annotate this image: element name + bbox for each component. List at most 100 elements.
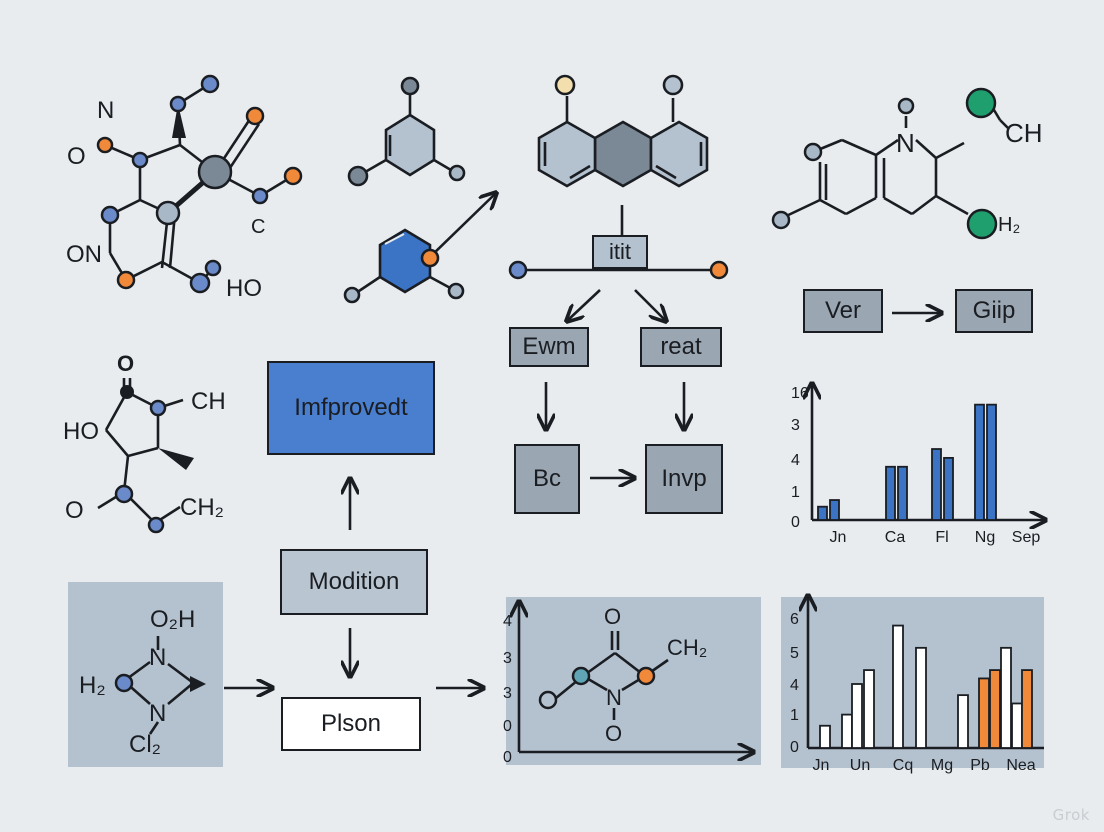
atom xyxy=(100,205,120,225)
panel-bottom-center xyxy=(506,597,761,765)
x-tick-label: Jn xyxy=(830,529,847,546)
y-tick-label: 0 xyxy=(791,514,800,531)
bar xyxy=(892,624,904,749)
bar xyxy=(989,669,1001,749)
bar xyxy=(819,724,831,749)
atom-label: O xyxy=(117,351,135,376)
x-tick-label: Cq xyxy=(893,757,913,774)
ver-box: Ver xyxy=(803,289,883,333)
atom-label: C xyxy=(251,216,266,238)
atom-label: CH xyxy=(1005,118,1043,148)
atom-label: CH₂ xyxy=(667,635,708,660)
atom-label: H₂ xyxy=(79,672,106,699)
atom xyxy=(96,136,114,154)
molecule-blue-ring xyxy=(343,194,495,304)
atom xyxy=(251,187,269,205)
y-tick-label: 1 xyxy=(791,484,800,501)
y-tick-label: 3 xyxy=(791,417,800,434)
axis-tick: 3 xyxy=(503,685,512,702)
atom-label: N xyxy=(149,644,167,671)
atom xyxy=(200,74,220,94)
y-tick-label: 1 xyxy=(790,707,799,724)
axis-tick: 0 xyxy=(503,749,512,766)
atom-label: N xyxy=(896,128,915,158)
atom-label: N xyxy=(97,97,115,124)
bar xyxy=(841,713,853,749)
atom-label: HO xyxy=(226,275,262,302)
atom-label: O xyxy=(605,721,623,746)
atom-label: O xyxy=(65,497,84,524)
fused-rings xyxy=(537,74,709,240)
atom xyxy=(245,106,265,126)
bar xyxy=(915,646,927,749)
bar xyxy=(1021,669,1033,749)
bar xyxy=(817,505,828,521)
ewm-box: Ewm xyxy=(509,327,589,367)
panel-bottom-left xyxy=(68,582,223,767)
atom-label: ON xyxy=(66,241,102,268)
y-tick-label: 0 xyxy=(790,739,799,756)
atom xyxy=(155,200,181,226)
atom-label: N xyxy=(606,685,622,710)
axis-tick: 3 xyxy=(503,650,512,667)
bar xyxy=(957,694,969,749)
atom-label: Cl₂ xyxy=(129,731,161,758)
bar xyxy=(974,403,985,521)
x-tick-label: Mg xyxy=(931,757,953,774)
atom-label: CH₂ xyxy=(180,494,224,521)
plson-box: Plson xyxy=(281,697,421,751)
atom xyxy=(116,270,136,290)
bar xyxy=(943,456,954,521)
atom-label: O xyxy=(67,143,86,170)
reat-box: reat xyxy=(640,327,722,367)
invp-box: Invp xyxy=(645,444,723,514)
x-tick-label: Ca xyxy=(885,529,906,546)
bar xyxy=(1011,702,1023,749)
bar xyxy=(829,499,840,521)
itit-branch xyxy=(520,268,720,478)
molecule-top-center xyxy=(347,76,466,187)
bar xyxy=(931,448,942,521)
modition-box: Modition xyxy=(280,549,428,615)
y-tick-label: 16 xyxy=(791,385,809,402)
watermark: Grok xyxy=(1052,806,1090,824)
molecule-top-right xyxy=(781,109,1009,220)
atom-label: CH xyxy=(191,388,226,415)
bottom-center-axes xyxy=(519,603,752,752)
bar xyxy=(978,677,990,749)
bar-chart-top: 16 3 4 1 0Jn Ca Fl Ng Sep xyxy=(791,385,1044,546)
itit-box: itit xyxy=(592,235,648,269)
y-tick-label: 6 xyxy=(790,611,799,628)
atom-label: N xyxy=(149,700,167,727)
x-tick-label: Nea xyxy=(1006,757,1035,774)
bar xyxy=(897,465,908,521)
molecule-top-left xyxy=(104,82,294,285)
bar xyxy=(851,683,863,749)
axis-tick: 0 xyxy=(503,718,512,735)
atom-label: O xyxy=(604,604,622,629)
bc-box: Bc xyxy=(514,444,580,514)
x-tick-label: Ng xyxy=(975,529,995,546)
atom xyxy=(197,154,233,190)
x-tick-label: Fl xyxy=(935,529,948,546)
atom xyxy=(169,95,187,113)
bar xyxy=(986,403,997,521)
bar xyxy=(1000,646,1012,749)
x-tick-label: Sep xyxy=(1012,529,1041,546)
axis-tick: 4 xyxy=(503,613,512,630)
atom xyxy=(204,259,222,277)
atom-label: H₂ xyxy=(998,214,1021,236)
atom-label: O₂H xyxy=(150,606,196,633)
atoms-top-left xyxy=(96,74,303,294)
bar xyxy=(863,669,875,749)
atom xyxy=(283,166,303,186)
y-tick-label: 4 xyxy=(791,452,800,469)
x-tick-label: Jn xyxy=(813,757,830,774)
giip-box: Giip xyxy=(955,289,1033,333)
x-tick-label: Pb xyxy=(970,757,990,774)
atom xyxy=(131,151,149,169)
improved-box: Imfprovedt xyxy=(267,361,435,455)
y-tick-label: 4 xyxy=(790,677,799,694)
